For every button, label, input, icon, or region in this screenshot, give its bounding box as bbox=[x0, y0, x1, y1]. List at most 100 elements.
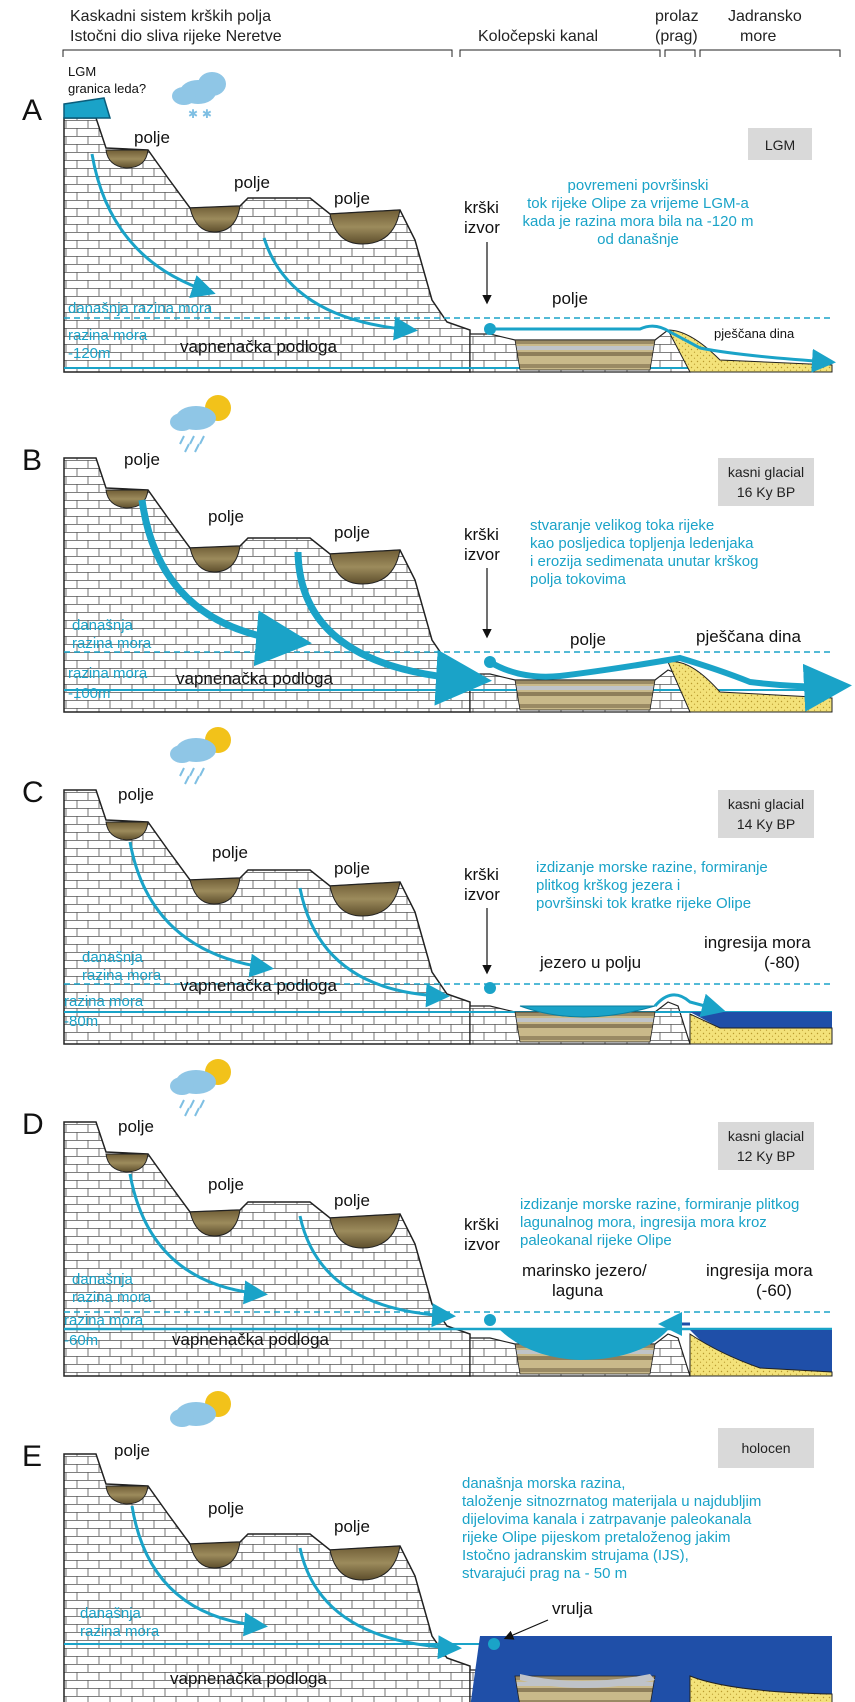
lake-label: jezero u polju bbox=[539, 953, 641, 972]
polje-label: polje bbox=[334, 859, 370, 878]
note-line3: površinski tok kratke rijeke Olipe bbox=[536, 895, 751, 912]
polje-label: polje bbox=[234, 173, 270, 192]
present-sea-label-line2: razina mora bbox=[72, 1289, 152, 1306]
panel-b: B kasni glacial 16 Ky BP polje polje pol… bbox=[22, 395, 852, 713]
note-line3: paleokanal rijeke Olipe bbox=[520, 1232, 672, 1249]
header-title-line2: Istočni dio sliva rijeke Neretve bbox=[70, 28, 282, 45]
note-line1: stvaranje velikog toka rijeke bbox=[530, 517, 714, 534]
polje-right-label: polje bbox=[552, 289, 588, 308]
spring-label-line1: krški bbox=[464, 1215, 499, 1234]
bedrock-label: vapnenačka podloga bbox=[180, 976, 337, 995]
panel-letter: B bbox=[22, 444, 42, 477]
rain-sun-icon bbox=[170, 727, 231, 785]
period-box bbox=[748, 128, 812, 160]
sea-level-label-line1: razina mora bbox=[68, 327, 148, 344]
sea-level-label-line2: -100m bbox=[68, 685, 111, 702]
present-sea-label-line1: današnja bbox=[72, 1271, 134, 1288]
polje-right-label: polje bbox=[570, 630, 606, 649]
note-line4: rijeke Olipe pijeskom pretaloženog jakim bbox=[462, 1529, 730, 1546]
present-sea-label-line1: današnja bbox=[82, 949, 144, 966]
period-box bbox=[718, 1428, 814, 1468]
period-box bbox=[718, 790, 814, 838]
bracket-pass bbox=[664, 49, 696, 57]
period-box-line2: 12 Ky BP bbox=[737, 1148, 795, 1164]
bedrock-label: vapnenačka podloga bbox=[176, 669, 333, 688]
period-box-line1: kasni glacial bbox=[728, 464, 804, 480]
spring-label-line2: izvor bbox=[464, 545, 500, 564]
note-line1: današnja morska razina, bbox=[462, 1475, 625, 1492]
panel-d: D kasni glacial 12 Ky BP polje polje pol… bbox=[22, 1059, 833, 1377]
period-box bbox=[718, 1122, 814, 1170]
polje-label: polje bbox=[208, 1175, 244, 1194]
sea-level-label-line1: razina mora bbox=[64, 1312, 144, 1329]
polje-label: polje bbox=[124, 450, 160, 469]
spring-point bbox=[484, 656, 496, 668]
bracket-channel bbox=[459, 49, 661, 57]
panel-c: C kasni glacial 14 Ky BP polje polje pol… bbox=[22, 727, 833, 1045]
note-line1: izdizanje morske razine, formiranje plit… bbox=[520, 1196, 799, 1213]
ingress-label-line2: (-60) bbox=[756, 1281, 792, 1300]
note-line2: lagunalnog mora, ingresija mora kroz bbox=[520, 1214, 767, 1231]
ingress-label-line2: (-80) bbox=[764, 953, 800, 972]
spring-label-line2: izvor bbox=[464, 885, 500, 904]
spring-label-line1: krški bbox=[464, 865, 499, 884]
polje-label: polje bbox=[212, 843, 248, 862]
ice-cap bbox=[63, 97, 112, 119]
bedrock-label: vapnenačka podloga bbox=[170, 1669, 327, 1688]
lagoon-label-line1: marinsko jezero/ bbox=[522, 1261, 647, 1280]
polje-label: polje bbox=[334, 189, 370, 208]
present-sea-label-line2: razina mora bbox=[80, 1623, 160, 1640]
note-line4: od današnje bbox=[597, 231, 679, 248]
header-channel: Koločepski kanal bbox=[478, 28, 598, 45]
panel-letter: A bbox=[22, 94, 42, 127]
panel-letter: C bbox=[22, 776, 44, 809]
spring-point bbox=[484, 323, 496, 335]
note-line5: Istočno jadranskim strujama (IJS), bbox=[462, 1547, 689, 1564]
spring-point bbox=[488, 1638, 500, 1650]
note-line2: kao posljedica topljenja ledenjaka bbox=[530, 535, 754, 552]
note-line3: i erozija sedimenata unutar krškog bbox=[530, 553, 758, 570]
note-line1: povremeni površinski bbox=[568, 177, 709, 194]
spring-label-line1: krški bbox=[464, 525, 499, 544]
note-line4: polja tokovima bbox=[530, 571, 627, 588]
polje-label: polje bbox=[334, 1191, 370, 1210]
polje-label: polje bbox=[114, 1441, 150, 1460]
ice-label-line2: granica leda? bbox=[68, 81, 146, 96]
vrulja-label: vrulja bbox=[552, 1599, 593, 1618]
note-line2: tok rijeke Olipe za vrijeme LGM-a bbox=[527, 195, 749, 212]
period-box bbox=[718, 458, 814, 506]
present-sea-label-line1: današnja bbox=[80, 1605, 142, 1622]
present-sea-label-line1: današnja bbox=[72, 617, 134, 634]
present-sea-label-line2: razina mora bbox=[82, 967, 162, 984]
rain-sun-icon bbox=[170, 1391, 231, 1427]
polje-label: polje bbox=[118, 785, 154, 804]
note-line3: kada je razina mora bila na -120 m bbox=[523, 213, 754, 230]
note-line2: plitkog krškog jezera i bbox=[536, 877, 680, 894]
period-box-line1: kasni glacial bbox=[728, 1128, 804, 1144]
header-sea-line1: Jadransko bbox=[728, 8, 802, 25]
period-box-line2: 16 Ky BP bbox=[737, 484, 795, 500]
sea-level-label-line1: razina mora bbox=[64, 993, 144, 1010]
note-line3: dijelovima kanala i zatrpavanje paleokan… bbox=[462, 1511, 752, 1528]
panel-a: A LGM granica leda? ✱ ✱ LGM polje polje … bbox=[22, 64, 836, 373]
panel-letter: D bbox=[22, 1108, 44, 1141]
note-line2: taloženje sitnozrnatog materijala u najd… bbox=[462, 1493, 761, 1510]
bedrock-label: vapnenačka podloga bbox=[180, 337, 337, 356]
header-sea-line2: more bbox=[740, 28, 777, 45]
polje-label: polje bbox=[334, 523, 370, 542]
spring-point bbox=[484, 1314, 496, 1326]
period-box-line2: 14 Ky BP bbox=[737, 816, 795, 832]
ice-label-line1: LGM bbox=[68, 64, 96, 79]
header-title-line1: Kaskadni sistem krških polja bbox=[70, 8, 271, 25]
sea-level-label-line2: -60m bbox=[64, 1332, 98, 1349]
polje-label: polje bbox=[118, 1117, 154, 1136]
polje-label: polje bbox=[334, 1517, 370, 1536]
bracket-karst bbox=[62, 49, 453, 57]
present-sea-label-line2: razina mora bbox=[72, 635, 152, 652]
period-box-line1: LGM bbox=[765, 137, 795, 153]
bracket-sea bbox=[699, 49, 841, 57]
polje-label: polje bbox=[208, 1499, 244, 1518]
spring-label-line1: krški bbox=[464, 198, 499, 217]
polje-label: polje bbox=[134, 128, 170, 147]
rain-sun-icon bbox=[170, 395, 231, 453]
